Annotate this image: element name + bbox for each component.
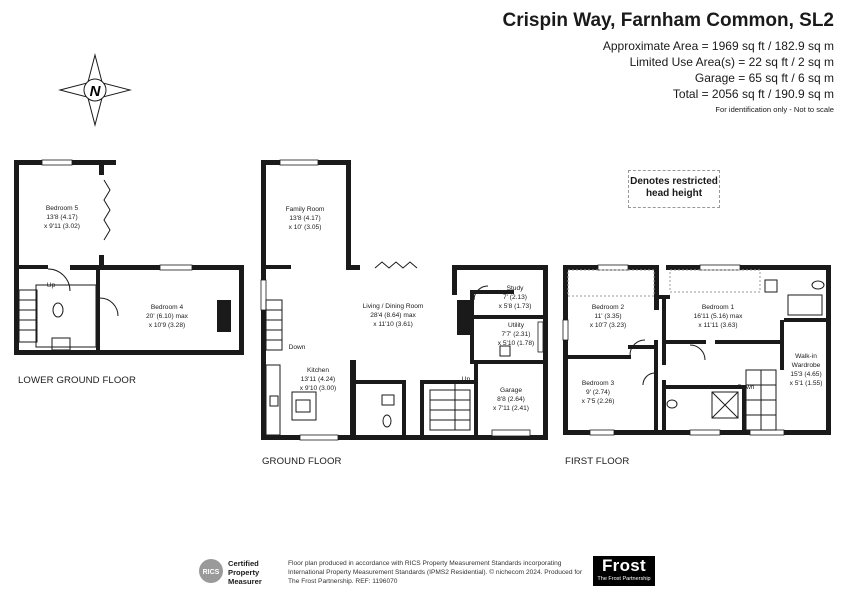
restricted-height-legend: Denotes restricted head height	[628, 170, 720, 208]
area-approximate: Approximate Area = 1969 sq ft / 182.9 sq…	[602, 39, 834, 53]
room-label-study: Study 7' (2.13) x 5'8 (1.73)	[499, 285, 532, 310]
svg-text:20' (6.10) max: 20' (6.10) max	[146, 313, 189, 320]
room-label-bedroom-4: Bedroom 4 20' (6.10) max x 10'9 (3.28)	[146, 304, 189, 329]
room-label-walk-in-wardrobe: Walk-in Wardrobe 15'3 (4.65) x 5'1 (1.55…	[790, 353, 823, 387]
room-label-bedroom-5: Bedroom 5 13'8 (4.17) x 9'11 (3.02)	[44, 205, 80, 230]
svg-text:Utility: Utility	[508, 322, 525, 329]
rics-line-1: Certified	[228, 559, 259, 568]
room-label-family-room: Family Room 13'8 (4.17) x 10' (3.05)	[286, 206, 325, 231]
floor-label-lower-ground: LOWER GROUND FLOOR	[18, 375, 136, 386]
area-total: Total = 2056 sq ft / 190.9 sq m	[672, 87, 834, 101]
room-label-garage: Garage 8'8 (2.64) x 7'11 (2.41)	[493, 387, 529, 412]
svg-text:x 9'11 (3.02): x 9'11 (3.02)	[44, 223, 80, 230]
svg-text:Bedroom 3: Bedroom 3	[582, 380, 615, 387]
svg-text:x 7'5 (2.26): x 7'5 (2.26)	[582, 398, 615, 405]
stair-label-up: Up	[47, 282, 56, 289]
area-limited-use: Limited Use Area(s) = 22 sq ft / 2 sq m	[629, 55, 834, 69]
svg-text:x 5'8 (1.73): x 5'8 (1.73)	[499, 303, 532, 310]
room-label-kitchen: Kitchen 13'11 (4.24) x 9'10 (3.00)	[300, 367, 336, 392]
rics-line-2: Property	[228, 568, 260, 577]
svg-text:13'11 (4.24): 13'11 (4.24)	[301, 376, 336, 383]
compass-icon: N	[58, 53, 132, 127]
svg-text:Bedroom 5: Bedroom 5	[46, 205, 79, 212]
ground-floor-plan	[260, 159, 548, 441]
svg-text:13'8 (4.17): 13'8 (4.17)	[289, 215, 320, 222]
svg-text:x 5'10 (1.78): x 5'10 (1.78)	[498, 340, 534, 347]
footer-disclaimer: Floor plan produced in accordance with R…	[288, 560, 583, 585]
svg-text:15'3 (4.65): 15'3 (4.65)	[790, 371, 821, 378]
restricted-line-1: Denotes restricted	[630, 176, 718, 187]
svg-text:RICS: RICS	[203, 569, 220, 576]
rics-certified-label: Certified Property Measurer	[228, 559, 262, 586]
svg-text:Living / Dining Room: Living / Dining Room	[363, 303, 424, 310]
svg-text:13'8 (4.17): 13'8 (4.17)	[46, 214, 77, 221]
room-label-bedroom-1: Bedroom 1 16'11 (5.16) max x 11'11 (3.63…	[694, 304, 743, 329]
lower-ground-floor-plan	[14, 159, 244, 355]
restricted-line-2: head height	[645, 188, 703, 199]
property-title: Crispin Way, Farnham Common, SL2	[502, 10, 835, 31]
rics-logo: RICS	[199, 559, 223, 583]
room-label-bedroom-3: Bedroom 3 9' (2.74) x 7'5 (2.26)	[582, 380, 615, 405]
svg-text:Bedroom 2: Bedroom 2	[592, 304, 625, 311]
svg-text:Bedroom 4: Bedroom 4	[151, 304, 184, 311]
property-header: Crispin Way, Farnham Common, SL2 Approxi…	[503, 10, 835, 114]
svg-text:Wardrobe: Wardrobe	[792, 362, 821, 369]
identification-note: For identification only - Not to scale	[715, 105, 834, 114]
svg-text:x 7'11 (2.41): x 7'11 (2.41)	[493, 405, 529, 412]
svg-text:9' (2.74): 9' (2.74)	[586, 389, 610, 396]
frost-brand: Frost	[602, 556, 646, 575]
compass-letter: N	[90, 83, 102, 100]
svg-text:x 10'7 (3.23): x 10'7 (3.23)	[590, 322, 626, 329]
stair-label-down: Down	[738, 384, 755, 391]
stair-label-down: Down	[289, 344, 306, 351]
svg-text:x 10' (3.05): x 10' (3.05)	[289, 224, 322, 231]
svg-text:x 5'1 (1.55): x 5'1 (1.55)	[790, 380, 823, 387]
svg-text:28'4 (8.64) max: 28'4 (8.64) max	[370, 312, 416, 319]
first-floor-plan	[562, 264, 831, 436]
svg-text:Study: Study	[507, 285, 525, 292]
area-garage: Garage = 65 sq ft / 6 sq m	[694, 71, 834, 85]
room-label-bedroom-2: Bedroom 2 11' (3.35) x 10'7 (3.23)	[590, 304, 626, 329]
svg-text:7'7' (2.31): 7'7' (2.31)	[502, 331, 531, 338]
room-label-living-dining: Living / Dining Room 28'4 (8.64) max x 1…	[363, 303, 424, 328]
frost-logo: Frost The Frost Partnership	[593, 556, 655, 586]
svg-text:7' (2.13): 7' (2.13)	[503, 294, 527, 301]
stair-label-up: Up	[462, 376, 471, 383]
svg-text:Walk-in: Walk-in	[795, 353, 817, 360]
svg-text:x 10'9 (3.28): x 10'9 (3.28)	[149, 322, 185, 329]
rics-line-3: Measurer	[228, 577, 262, 586]
svg-text:x 9'10 (3.00): x 9'10 (3.00)	[300, 385, 336, 392]
svg-text:16'11 (5.16) max: 16'11 (5.16) max	[694, 313, 743, 320]
svg-text:11' (3.35): 11' (3.35)	[594, 313, 621, 320]
svg-text:x 11'10 (3.61): x 11'10 (3.61)	[373, 321, 413, 328]
svg-text:x 11'11 (3.63): x 11'11 (3.63)	[698, 322, 737, 329]
svg-text:Garage: Garage	[500, 387, 522, 394]
frost-brand-sub: The Frost Partnership	[597, 576, 651, 582]
room-label-utility: Utility 7'7' (2.31) x 5'10 (1.78)	[498, 322, 534, 347]
floor-label-ground: GROUND FLOOR	[262, 456, 342, 467]
svg-text:8'8 (2.64): 8'8 (2.64)	[497, 396, 525, 403]
svg-text:Family Room: Family Room	[286, 206, 325, 213]
svg-text:Bedroom 1: Bedroom 1	[702, 304, 735, 311]
svg-text:Kitchen: Kitchen	[307, 367, 329, 374]
floor-label-first: FIRST FLOOR	[565, 456, 629, 467]
